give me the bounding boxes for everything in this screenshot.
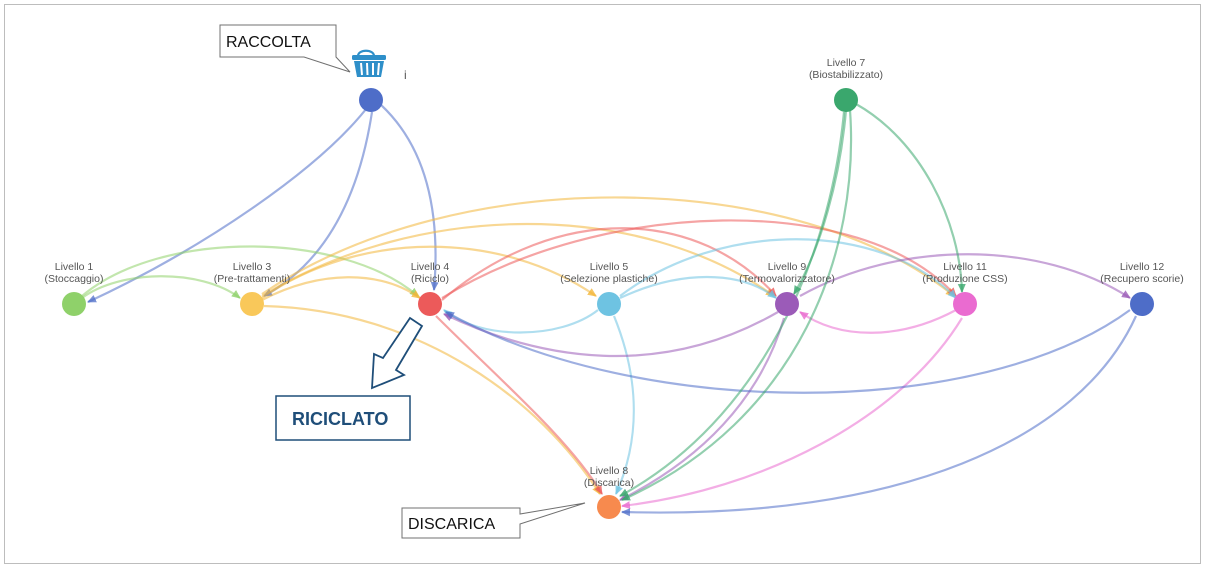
edge-l4-l9: [441, 227, 777, 301]
riciclato-box: [275, 395, 411, 441]
node-l7-label-2: (Biostabilizzato): [809, 69, 883, 81]
node-l7-label-1: Livello 7: [827, 57, 866, 69]
edge-l5-l11: [619, 238, 957, 299]
node-l4-label-1: Livello 4: [411, 261, 450, 273]
node-l5-label-2: (Selezione plastiche): [560, 273, 657, 285]
riciclato-callout: RICICLATO: [275, 395, 411, 441]
edge-l1-l3: [81, 275, 241, 299]
node-l5[interactable]: [597, 292, 621, 316]
edge-l4-l8: [435, 315, 603, 495]
edges: [81, 103, 1138, 517]
node-l3-label-1: Livello 3: [233, 261, 272, 273]
node-l12-label-2: (Recupero scorie): [1100, 273, 1183, 285]
node-l1[interactable]: [62, 292, 86, 316]
edge-l7-l8-b: [619, 111, 846, 497]
edge-l12-l8: [621, 315, 1138, 517]
raccolta-callout: RACCOLTA: [219, 24, 351, 73]
edge-raccolta-l4: [379, 103, 439, 291]
edge-l11-l8: [621, 317, 963, 510]
edge-l12-l4: [445, 309, 1131, 394]
node-l5-label-1: Livello 5: [590, 261, 629, 273]
node-labels: Livello 1 (Stoccaggio) Livello 3 (Pre-tr…: [45, 57, 1184, 489]
node-l8-label-2: (Discarica): [584, 477, 634, 489]
node-l9-label-2: (Termovalorizzatore): [739, 273, 835, 285]
node-l4-label-2: (Riciclo): [411, 273, 449, 285]
node-l1-label-2: (Stoccaggio): [45, 273, 104, 285]
stray-mark: i: [404, 68, 407, 82]
node-l11-label-2: (Rroduzione CSS): [922, 273, 1007, 285]
node-l3[interactable]: [240, 292, 264, 316]
edge-l7-l9: [793, 109, 848, 295]
hollow-down-arrow-icon: [371, 316, 424, 390]
node-l9[interactable]: [775, 292, 799, 316]
edge-l1-l4: [81, 245, 419, 297]
node-l3-label-2: (Pre-trattamenti): [214, 273, 290, 285]
edge-l11-l9: [799, 309, 957, 334]
node-raccolta[interactable]: [359, 88, 383, 112]
riciclato-text: RICICLATO: [292, 409, 388, 429]
shopping-basket-icon: [352, 49, 386, 77]
node-l12[interactable]: [1130, 292, 1154, 316]
edge-l9-l8: [619, 317, 786, 501]
edge-l7-l8: [621, 109, 853, 502]
raccolta-callout-text: RACCOLTA: [226, 34, 311, 51]
discarica-callout-box: [401, 502, 586, 539]
edge-l9-l4: [443, 311, 779, 358]
edge-l5-l9: [619, 275, 777, 299]
edge-l3-l11: [261, 196, 955, 297]
edge-l5-l4: [443, 309, 599, 334]
node-l1-label-1: Livello 1: [55, 261, 94, 273]
edge-l4-l11: [441, 219, 957, 299]
discarica-callout: DISCARICA: [401, 502, 586, 539]
discarica-callout-text: DISCARICA: [408, 516, 495, 533]
edge-l5-l8: [612, 315, 635, 495]
edge-l7-l11: [855, 103, 966, 293]
node-l12-label-1: Livello 12: [1120, 261, 1165, 273]
node-l4[interactable]: [418, 292, 442, 316]
edge-l9-l12: [799, 253, 1131, 299]
node-l11[interactable]: [953, 292, 977, 316]
edge-l3-l8: [263, 304, 601, 495]
node-l11-label-1: Livello 11: [943, 261, 987, 273]
raccolta-callout-box: [219, 24, 351, 73]
node-l9-label-1: Livello 9: [768, 261, 807, 273]
edge-l3-l4: [261, 276, 421, 301]
node-l8[interactable]: [597, 495, 621, 519]
edge-raccolta-l1: [87, 103, 371, 303]
diagram-frame: [4, 4, 1201, 564]
node-l8-label-1: Livello 8: [590, 465, 629, 477]
edge-l3-l9: [261, 222, 775, 297]
nodes: [62, 88, 1154, 519]
node-l7[interactable]: [834, 88, 858, 112]
